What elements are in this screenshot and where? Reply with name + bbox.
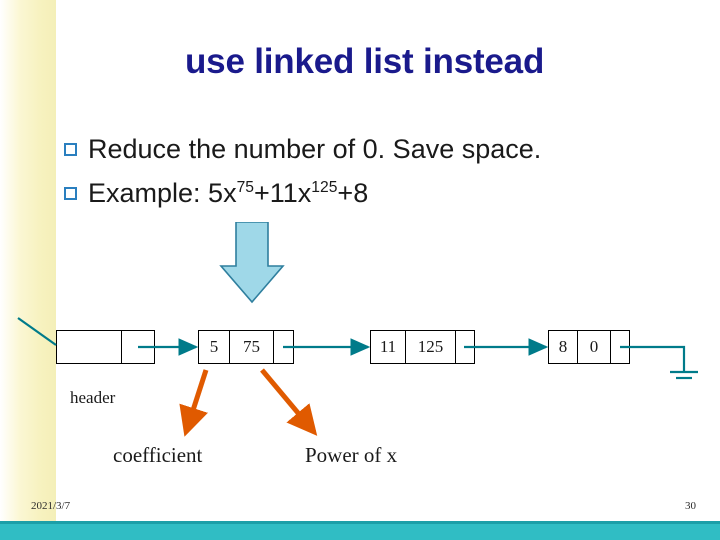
term-node-3-power: 0 — [578, 331, 611, 363]
header-label: header — [70, 388, 116, 407]
coefficient-label: coefficient — [113, 443, 203, 467]
bullet-text-1: Reduce the number of 0. Save space. — [88, 134, 542, 164]
header-node-cell-2 — [122, 331, 154, 363]
constant-term: +8 — [337, 178, 369, 208]
left-color-band — [0, 0, 56, 540]
square-bullet-icon — [54, 174, 88, 212]
term-node-1-power: 75 — [230, 331, 274, 363]
bullet-list: Reduce the number of 0. Save space. Exam… — [54, 130, 704, 218]
header-node — [56, 330, 155, 364]
header-node-cell-1 — [57, 331, 123, 363]
term-node-1-pointer — [274, 331, 293, 363]
list-item: Example: 5x75+11x125+8 — [54, 174, 704, 212]
term-node-1-coefficient: 5 — [199, 331, 230, 363]
page-title: use linked list instead — [185, 42, 545, 81]
power-of-x-label: Power of x — [305, 443, 398, 467]
term-node-1: 5 75 — [198, 330, 294, 364]
term-node-3: 8 0 — [548, 330, 630, 364]
example-label: Example: 5x — [88, 178, 237, 208]
footer-date: 2021/3/7 — [31, 500, 71, 512]
term-node-2: 11 125 — [370, 330, 475, 364]
term-node-2-coefficient: 11 — [371, 331, 406, 363]
bottom-bar-accent — [0, 521, 720, 524]
bottom-bar — [0, 524, 720, 540]
plus-term: +11x — [254, 178, 312, 208]
term-node-2-pointer — [456, 331, 474, 363]
list-item: Reduce the number of 0. Save space. — [54, 130, 704, 168]
down-arrow-icon — [219, 221, 285, 309]
term-node-2-power: 125 — [406, 331, 456, 363]
exponent-75: 75 — [236, 179, 254, 196]
bullet-text-2: Example: 5x75+11x125+8 — [88, 174, 368, 212]
square-bullet-icon — [54, 130, 88, 168]
exponent-125: 125 — [311, 179, 338, 196]
term-node-3-coefficient: 8 — [549, 331, 578, 363]
term-node-3-pointer — [611, 331, 629, 363]
footer-page-number: 30 — [685, 500, 696, 512]
